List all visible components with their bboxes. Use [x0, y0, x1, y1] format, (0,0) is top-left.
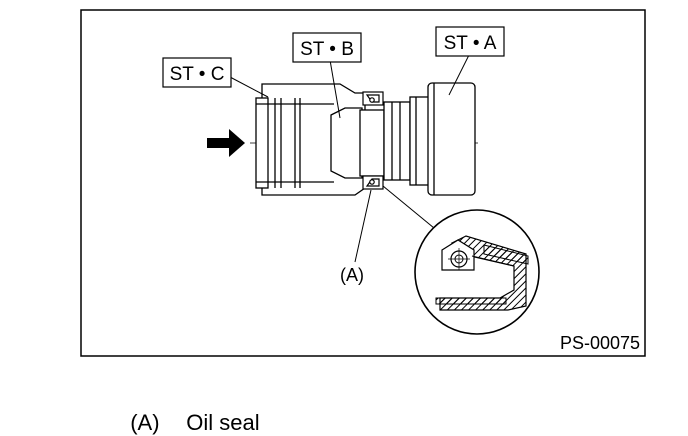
st-a-label: ST • A [444, 33, 497, 54]
oil-seal-detail-view [414, 209, 540, 335]
st-b-label-box [292, 32, 362, 63]
st-a-tool-body [427, 82, 476, 196]
press-arrow-icon [207, 129, 245, 157]
figure-code: PS-00075 [560, 333, 640, 353]
diagram-figure: ST • C ST • B ST • A (A) PS-00075 [80, 9, 646, 357]
st-b-label: ST • B [300, 39, 354, 60]
legend-caption: (A) Oil seal [118, 384, 260, 436]
st-b-tool-body [330, 107, 385, 179]
housing-shaft [383, 96, 431, 186]
st-a-label-box [435, 26, 505, 57]
st-c-label-box [162, 57, 232, 88]
st-c-label: ST • C [170, 64, 225, 85]
part-a-label: (A) [340, 265, 364, 285]
oil-seal-part [362, 91, 384, 190]
legend-key: (A) [130, 410, 160, 435]
figure-frame [80, 9, 646, 357]
leader-lines [229, 54, 470, 263]
legend-text: Oil seal [186, 410, 260, 435]
